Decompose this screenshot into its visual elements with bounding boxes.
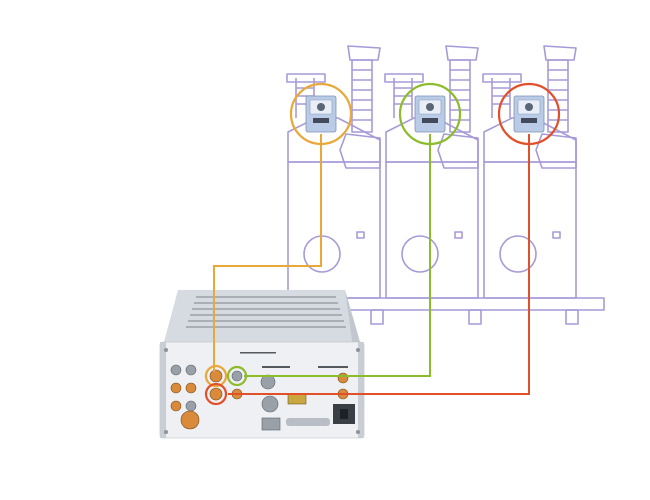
sensor-3 [513, 95, 545, 133]
sensor-2 [414, 95, 446, 133]
unit-connector-3-ring [204, 382, 228, 406]
breaker-pole-1 [286, 45, 381, 299]
connection-wires [213, 134, 530, 395]
sensor-1 [305, 95, 337, 133]
wire-phase-2 [244, 134, 431, 377]
highlight-rings [204, 82, 561, 406]
measurement-device-icon [159, 290, 365, 439]
sensor-1-ring [289, 82, 353, 146]
wire-phase-3 [228, 134, 530, 395]
chassis-vents [186, 296, 346, 328]
wire-phase-1 [213, 134, 322, 372]
unit-connector-2-ring [226, 365, 248, 387]
unit-connector-1-ring [204, 364, 228, 388]
pole-sensors [305, 95, 545, 133]
sensor-2-ring [398, 82, 462, 146]
sensor-3-ring [497, 82, 561, 146]
